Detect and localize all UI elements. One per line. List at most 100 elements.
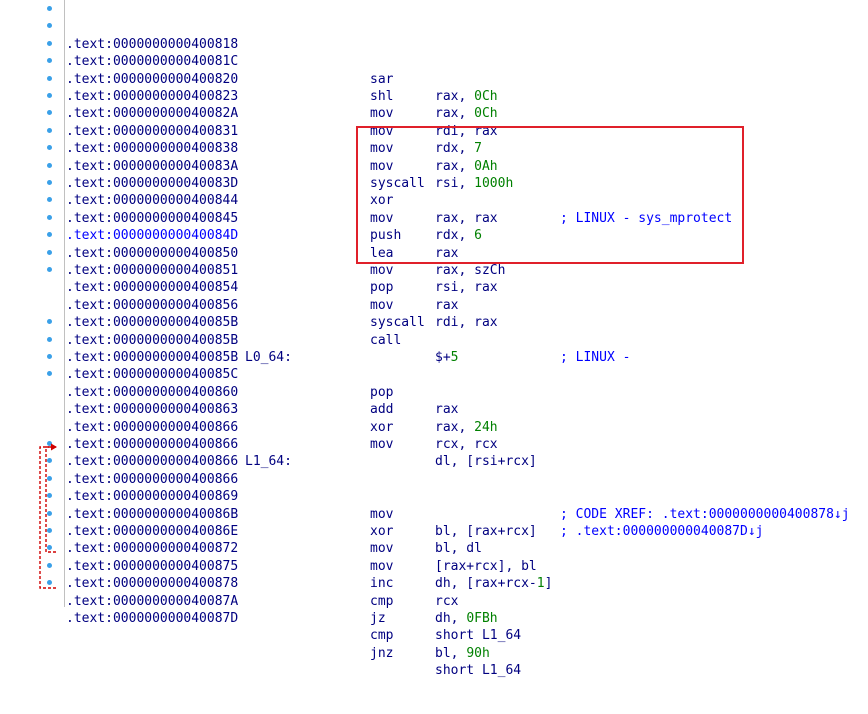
address[interactable]: .text:000000000040083D: [66, 176, 239, 191]
listing-line[interactable]: .text:000000000040085B pop rax: [0, 314, 868, 417]
operands[interactable]: rax, rax: [435, 210, 498, 227]
address[interactable]: .text:000000000040087A: [66, 593, 239, 609]
address[interactable]: .text:0000000000400845: [66, 210, 239, 226]
operands[interactable]: rax, 24h: [435, 419, 498, 436]
address[interactable]: .text:0000000000400860: [66, 384, 239, 400]
mnemonic[interactable]: mov: [370, 437, 394, 453]
address[interactable]: .text:000000000040085B: [66, 332, 239, 348]
address[interactable]: .text:0000000000400866: [66, 437, 239, 452]
code-label[interactable]: L1_64:: [245, 454, 292, 470]
address[interactable]: .text:000000000040085C: [66, 367, 239, 383]
operands[interactable]: rdi, rax: [435, 314, 498, 331]
disassembly-listing[interactable]: .text:0000000000400818 sar rax, 0Ch .tex…: [0, 0, 868, 678]
operands[interactable]: rax: [435, 297, 458, 314]
listing-line[interactable]: .text:0000000000400831 mov rsi, 1000h: [0, 88, 868, 191]
address[interactable]: .text:000000000040081C: [66, 54, 239, 70]
mnemonic[interactable]: syscall: [370, 176, 425, 192]
operands[interactable]: rdx, 6: [435, 227, 482, 244]
operands[interactable]: rax, szCh: [435, 262, 505, 279]
operands[interactable]: rcx: [435, 593, 458, 610]
address[interactable]: .text:000000000040085B: [66, 315, 239, 331]
address[interactable]: .text:000000000040087D: [66, 611, 239, 626]
mnemonic[interactable]: mov: [370, 506, 394, 522]
address[interactable]: .text:0000000000400820: [66, 71, 239, 87]
mnemonic[interactable]: sar: [370, 71, 394, 87]
listing-line[interactable]: .text:0000000000400860 xor rcx, rcx: [0, 349, 868, 452]
listing-line[interactable]: .text:0000000000400878 jz short L1_64: [0, 540, 868, 643]
listing-line[interactable]: .text:000000000040081C shl rax, 0Ch: [0, 18, 868, 121]
listing-line[interactable]: .text:0000000000400875 cmp dh, 0FBh: [0, 523, 868, 626]
operands[interactable]: rax, 0Ch: [435, 88, 498, 105]
address[interactable]: .text:0000000000400866: [66, 471, 239, 487]
operands[interactable]: bl, [rax+rcx]: [435, 523, 537, 540]
operands[interactable]: short L1_64: [435, 627, 521, 644]
operands[interactable]: dh, [rax+rcx-1]: [435, 575, 552, 592]
mnemonic[interactable]: xor: [370, 524, 394, 540]
address[interactable]: .text:0000000000400854: [66, 280, 239, 296]
address[interactable]: .text:000000000040086B: [66, 506, 239, 522]
operands[interactable]: rax: [435, 401, 458, 418]
operands[interactable]: [rax+rcx], bl: [435, 558, 537, 575]
mnemonic[interactable]: xor: [370, 419, 394, 435]
listing-line[interactable]: .text:0000000000400851 mov rdi, rax: [0, 227, 868, 330]
operands[interactable]: dh, 0FBh: [435, 610, 498, 627]
operands[interactable]: rsi, rax: [435, 279, 498, 296]
mnemonic[interactable]: mov: [370, 158, 394, 174]
address[interactable]: .text:0000000000400838: [66, 141, 239, 157]
listing-line[interactable]: .text:000000000040082A mov rax, 0Ah: [0, 71, 868, 174]
address[interactable]: .text:0000000000400878: [66, 576, 239, 592]
listing-line[interactable]: .text:000000000040087A cmp bl, 90h: [0, 558, 868, 661]
listing-line[interactable]: .text:0000000000400866 mov bl, [rax+rcx]: [0, 436, 868, 539]
mnemonic[interactable]: cmp: [370, 593, 394, 609]
address[interactable]: .text:000000000040082A: [66, 106, 239, 122]
mnemonic[interactable]: add: [370, 402, 394, 418]
listing-line[interactable]: .text:000000000040087D jnz short L1_64: [0, 575, 868, 678]
code-label[interactable]: L0_64:: [245, 350, 292, 366]
address[interactable]: .text:000000000040086E: [66, 524, 239, 539]
address[interactable]: .text:0000000000400875: [66, 558, 239, 574]
mnemonic[interactable]: mov: [370, 541, 394, 557]
address[interactable]: .text:000000000040084D: [66, 228, 239, 244]
address[interactable]: .text:0000000000400851: [66, 263, 239, 278]
operands[interactable]: rdx, 7: [435, 140, 482, 157]
mnemonic[interactable]: xor: [370, 193, 394, 209]
mnemonic[interactable]: pop: [370, 384, 394, 400]
listing-line[interactable]: .text:0000000000400818 sar rax, 0Ch: [0, 1, 868, 104]
listing-line[interactable]: .text:0000000000400854 syscall ; LINUX -: [0, 245, 868, 365]
mnemonic[interactable]: call: [370, 332, 402, 348]
address[interactable]: .text:0000000000400823: [66, 89, 239, 104]
listing-line[interactable]: .text:000000000040084D mov rsi, rax: [0, 192, 868, 295]
listing-line[interactable]: .text:0000000000400856 call $+5: [0, 262, 868, 365]
address[interactable]: .text:0000000000400850: [66, 245, 239, 261]
mnemonic[interactable]: mov: [370, 263, 394, 279]
operands[interactable]: bl, dl: [435, 540, 482, 557]
listing-line[interactable]: .text:000000000040086E mov dh, [rax+rcx-…: [0, 488, 868, 591]
address[interactable]: .text:0000000000400863: [66, 402, 239, 418]
operands[interactable]: rax, 0Ah: [435, 158, 498, 175]
address[interactable]: .text:0000000000400872: [66, 541, 239, 557]
address[interactable]: .text:0000000000400869: [66, 489, 239, 505]
mnemonic[interactable]: mov: [370, 558, 394, 574]
mnemonic[interactable]: push: [370, 228, 402, 244]
listing-line[interactable]: .text:000000000040086B mov [rax+rcx], bl: [0, 471, 868, 574]
listing-line[interactable]: .text:000000000040085C add rax, 24h: [0, 332, 868, 435]
mnemonic[interactable]: lea: [370, 245, 394, 261]
listing-line[interactable]: .text:0000000000400863 mov dl, [rsi+rcx]: [0, 366, 868, 469]
listing-line[interactable]: .text:0000000000400866: [0, 384, 868, 435]
listing-line[interactable]: .text:0000000000400845 lea rax, szCh: [0, 175, 868, 278]
operands[interactable]: rcx, rcx: [435, 436, 498, 453]
operands[interactable]: bl, 90h: [435, 645, 490, 662]
operands[interactable]: rsi, 1000h: [435, 175, 513, 192]
mnemonic[interactable]: mov: [370, 297, 394, 313]
mnemonic[interactable]: jnz: [370, 645, 394, 661]
address[interactable]: .text:000000000040083A: [66, 158, 239, 174]
listing-line[interactable]: .text:000000000040083D mov rdx, 6: [0, 140, 868, 243]
address[interactable]: .text:0000000000400818: [66, 36, 239, 52]
operands[interactable]: rax, 0Ch: [435, 105, 498, 122]
address[interactable]: .text:0000000000400866: [66, 419, 239, 435]
operands[interactable]: $+5: [435, 349, 458, 366]
address[interactable]: .text:0000000000400831: [66, 123, 239, 139]
mnemonic[interactable]: pop: [370, 280, 394, 296]
address[interactable]: .text:000000000040085B: [66, 350, 239, 365]
operands[interactable]: rax: [435, 245, 458, 262]
